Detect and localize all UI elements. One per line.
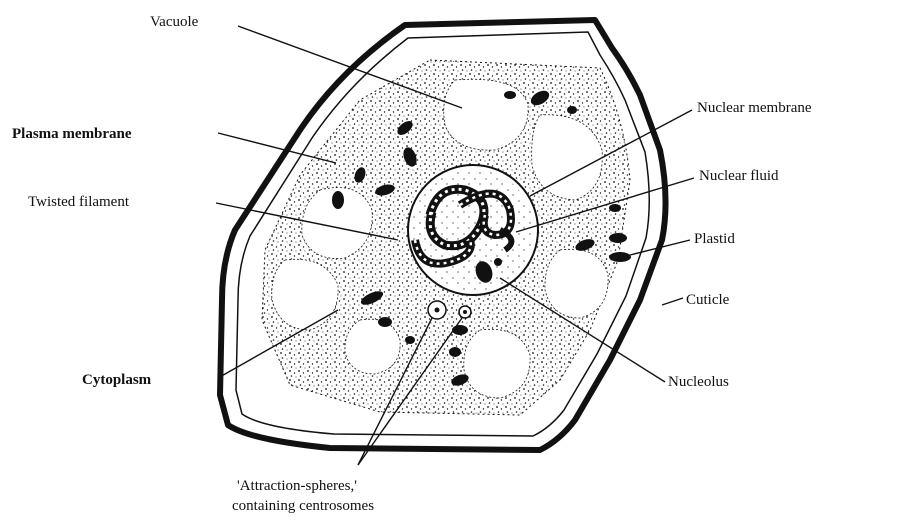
vacuole-7 xyxy=(345,319,400,374)
label-nucleolus: Nucleolus xyxy=(668,374,729,390)
label-vacuole: Vacuole xyxy=(150,14,199,30)
vacuole-6 xyxy=(464,329,530,398)
label-plastid: Plastid xyxy=(694,231,735,247)
label-cytoplasm: Cytoplasm xyxy=(82,372,152,388)
label-cuticle: Cuticle xyxy=(686,292,730,308)
label-twisted-filament: Twisted filament xyxy=(28,194,130,210)
label-plasma-membrane: Plasma membrane xyxy=(12,126,132,142)
vacuole-1 xyxy=(444,79,528,150)
label-nuclear-membrane: Nuclear membrane xyxy=(697,100,812,116)
nucleolus-small xyxy=(494,258,502,266)
label-attraction-spheres: 'Attraction-spheres,' xyxy=(237,478,357,494)
label-nuclear-fluid: Nuclear fluid xyxy=(699,168,779,184)
label-containing-centrosomes: containing centrosomes xyxy=(232,498,374,514)
nucleus xyxy=(408,165,538,295)
